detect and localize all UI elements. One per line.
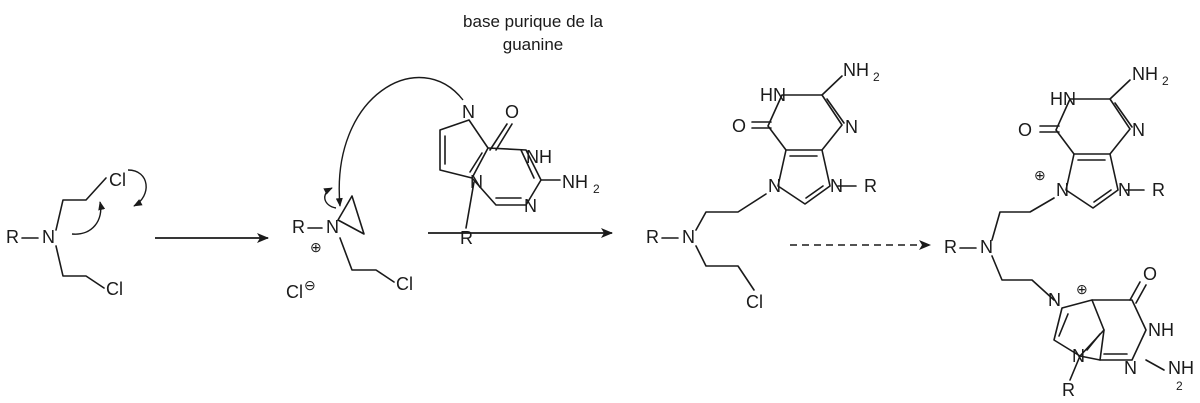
atom-Cl: Cl bbox=[396, 274, 413, 294]
atom-N: N bbox=[1072, 346, 1085, 366]
atom-N: N bbox=[1118, 180, 1131, 200]
curved-arrow-icon bbox=[323, 187, 337, 209]
atom-HN: HN bbox=[1050, 89, 1076, 109]
atom-NH: NH bbox=[526, 147, 552, 167]
atom-O: O bbox=[1143, 264, 1157, 284]
atom-N: N bbox=[524, 196, 537, 216]
atom-N: N bbox=[845, 117, 858, 137]
atom-subscript: 2 bbox=[593, 182, 600, 196]
guanine-molecule-1: N O NH N N NH 2 R bbox=[439, 102, 600, 248]
atom-N: N bbox=[326, 217, 339, 237]
aziridinium-intermediate: R N Cl ⊕ Cl ⊖ bbox=[286, 76, 464, 302]
charge-plus: ⊕ bbox=[1076, 281, 1088, 297]
atom-R: R bbox=[1062, 380, 1075, 400]
atom-N: N bbox=[1056, 180, 1069, 200]
atom-N: N bbox=[1048, 290, 1061, 310]
atom-N: N bbox=[470, 172, 483, 192]
atom-Cl: Cl bbox=[286, 282, 303, 302]
atom-NH2: NH bbox=[1132, 64, 1158, 84]
crosslinked-bis-guanine: R N O HN NH 2 N N N R ⊕ O N bbox=[944, 64, 1194, 400]
atom-O: O bbox=[1018, 120, 1032, 140]
atom-NH2: NH bbox=[562, 172, 588, 192]
atom-NH2: NH bbox=[1168, 358, 1194, 378]
atom-N: N bbox=[830, 176, 843, 196]
atom-HN: HN bbox=[760, 85, 786, 105]
mono-alkylated-guanine: R N Cl O HN NH 2 N N N R bbox=[646, 60, 880, 312]
atom-N: N bbox=[1124, 358, 1137, 378]
curved-arrow-icon bbox=[127, 169, 147, 207]
atom-Cl: Cl bbox=[746, 292, 763, 312]
atom-N: N bbox=[462, 102, 475, 122]
charge-plus: ⊕ bbox=[310, 239, 322, 255]
atom-Cl: Cl bbox=[109, 170, 126, 190]
atom-R: R bbox=[6, 227, 19, 247]
atom-R: R bbox=[460, 228, 473, 248]
atom-NH2: NH bbox=[843, 60, 869, 80]
charge-minus: ⊖ bbox=[304, 277, 316, 293]
caption-line-2: guanine bbox=[503, 35, 564, 54]
atom-R: R bbox=[864, 176, 877, 196]
atom-R: R bbox=[292, 217, 305, 237]
curved-arrow-icon bbox=[335, 76, 464, 207]
atom-O: O bbox=[732, 116, 746, 136]
guanine-caption: base purique de la guanine bbox=[463, 12, 603, 54]
atom-subscript: 2 bbox=[1176, 379, 1183, 393]
atom-N: N bbox=[1132, 120, 1145, 140]
atom-N: N bbox=[768, 176, 781, 196]
atom-NH: NH bbox=[1148, 320, 1174, 340]
caption-line-1: base purique de la bbox=[463, 12, 603, 31]
atom-O: O bbox=[505, 102, 519, 122]
atom-N: N bbox=[980, 237, 993, 257]
curved-arrow-icon bbox=[71, 201, 106, 235]
atom-subscript: 2 bbox=[1162, 74, 1169, 88]
atom-subscript: 2 bbox=[873, 70, 880, 84]
atom-R: R bbox=[646, 227, 659, 247]
atom-Cl: Cl bbox=[106, 279, 123, 299]
charge-plus: ⊕ bbox=[1034, 167, 1046, 183]
atom-N: N bbox=[42, 227, 55, 247]
nitrogen-mustard: R N Cl Cl bbox=[6, 169, 147, 299]
atom-R: R bbox=[1152, 180, 1165, 200]
atom-N: N bbox=[682, 227, 695, 247]
atom-R: R bbox=[944, 237, 957, 257]
